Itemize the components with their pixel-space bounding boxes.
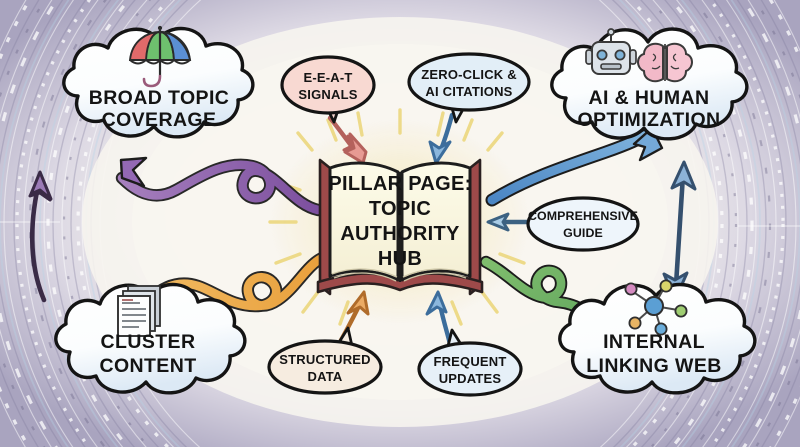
bubble-label-line1: FREQUENT bbox=[433, 354, 506, 369]
pillar-page-book[interactable]: PILLAR PAGE: TOPIC AUTHORITY HUB bbox=[316, 158, 484, 296]
cloud-ai-human-optimization[interactable]: AI & HUMAN OPTIMIZATION bbox=[550, 27, 749, 141]
cloud-internal-linking-web[interactable]: INTERNAL LINKING WEB bbox=[558, 279, 757, 395]
bubble-label-line2: AI CITATIONS bbox=[425, 84, 512, 99]
bubble-label-line1: E-E-A-T bbox=[303, 70, 352, 85]
cloud-label-line1: AI & HUMAN bbox=[589, 87, 710, 109]
network-nodes-icon bbox=[624, 279, 688, 336]
connector-zeroclick-to-hub bbox=[428, 112, 455, 165]
bubble-label-line2: DATA bbox=[308, 369, 343, 384]
bubble-comprehensive-guide[interactable]: COMPREHENSIVE GUIDE bbox=[526, 196, 640, 252]
book-line-2: TOPIC bbox=[369, 198, 431, 220]
cloud-label-line1: INTERNAL bbox=[603, 331, 705, 353]
book-line-1: PILLAR PAGE: bbox=[328, 173, 471, 195]
bubble-structured-data[interactable]: STRUCTURED DATA bbox=[267, 326, 383, 395]
book-line-4: HUB bbox=[378, 248, 422, 270]
bubble-frequent-updates[interactable]: FREQUENT UPDATES bbox=[417, 328, 523, 397]
cloud-label-line2: COVERAGE bbox=[102, 109, 217, 131]
bubble-label-line2: SIGNALS bbox=[298, 87, 357, 102]
brain-icon bbox=[637, 42, 693, 83]
umbrella-icon bbox=[128, 25, 192, 88]
connector-hub-to-ai-human bbox=[485, 126, 664, 207]
cloud-label-line1: BROAD TOPIC bbox=[89, 87, 230, 109]
bubble-label-line1: STRUCTURED bbox=[279, 352, 371, 367]
connector-cluster-to-broad-topic bbox=[28, 170, 53, 303]
bubble-label-line2: UPDATES bbox=[439, 371, 502, 386]
bubble-zero-click-ai-citations[interactable]: ZERO-CLICK & AI CITATIONS bbox=[407, 52, 531, 124]
connector-guide-to-hub bbox=[486, 212, 531, 232]
bubble-label-line1: COMPREHENSIVE bbox=[528, 209, 638, 223]
cloud-label-line1: CLUSTER bbox=[101, 331, 196, 353]
bubble-e-e-a-t-signals[interactable]: E-E-A-T SIGNALS bbox=[280, 55, 376, 124]
stacked-documents-icon bbox=[117, 285, 161, 337]
connector-hub-to-broad-topic bbox=[115, 156, 325, 217]
robot-icon bbox=[585, 28, 637, 75]
cloud-broad-topic-coverage[interactable]: BROAD TOPIC COVERAGE bbox=[62, 25, 255, 139]
book-line-3: AUTHORITY bbox=[340, 223, 460, 245]
bubble-label-line1: ZERO-CLICK & bbox=[421, 67, 517, 82]
cloud-cluster-content[interactable]: CLUSTER CONTENT bbox=[54, 282, 247, 395]
cloud-label-line2: OPTIMIZATION bbox=[577, 109, 720, 131]
bubble-label-line2: GUIDE bbox=[563, 226, 603, 240]
cloud-label-line2: CONTENT bbox=[99, 355, 196, 377]
cloud-label-line2: LINKING WEB bbox=[586, 355, 721, 377]
